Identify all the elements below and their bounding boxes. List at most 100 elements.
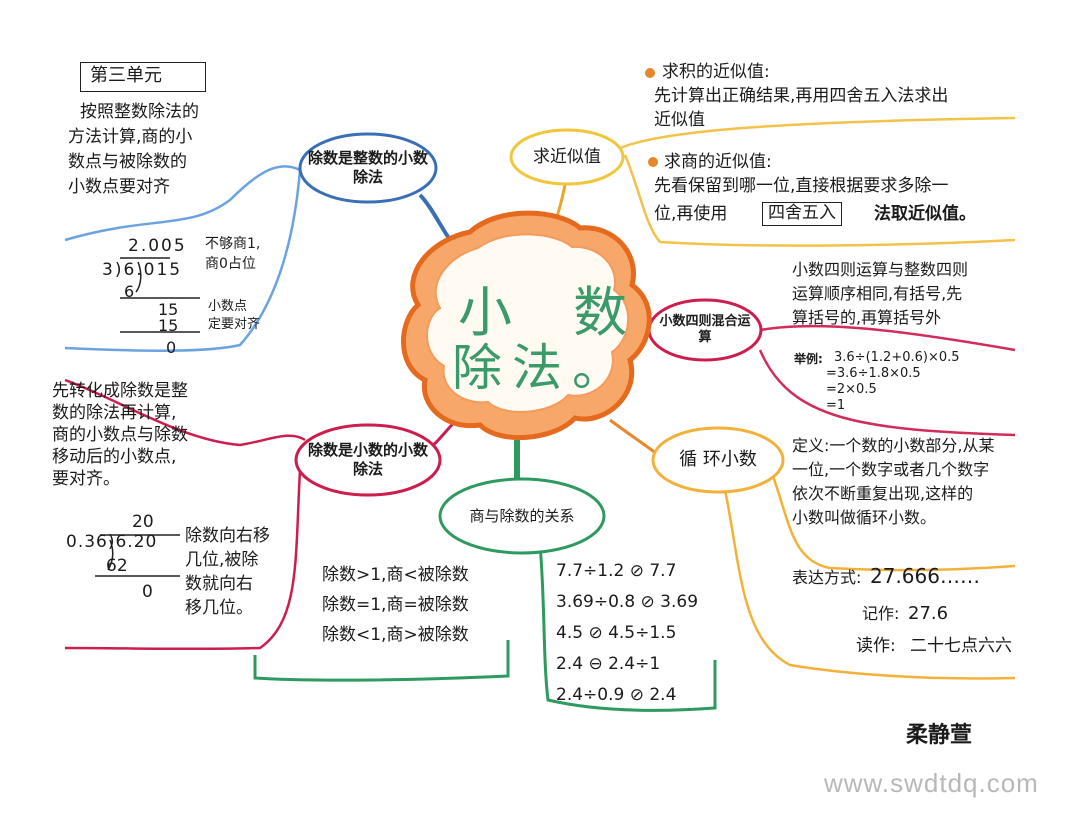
blue-underline (64, 165, 302, 352)
decimal-dividend-row: 0.36)6.20 (66, 532, 158, 552)
relation-rule: 除数>1,商<被除数 (322, 565, 469, 585)
mixed-example-line: =2×0.5 (826, 382, 877, 397)
mixed-example-line: =1 (826, 398, 846, 413)
definition-line: 一位,一个数字或者几个数字 (792, 460, 990, 479)
node-quotient-relation: 商与除数的关系 (469, 506, 575, 525)
watermark: www.swdtdq.com (824, 768, 1039, 798)
quotient-text-line: 位,再使用 (654, 204, 728, 224)
written-value: 27.6 (908, 603, 949, 624)
repeating-definition: 定义:一个数的小数部分,从某 一位,一个数字或者几个数字 依次不断重复出现,这样… (792, 434, 1014, 530)
orange-underline (723, 467, 1016, 680)
note-line: 商0占位 (205, 256, 256, 272)
integer-note-zero: 不够商1, 商0占位 (205, 234, 260, 274)
node-outline-integer-divisor (298, 132, 438, 204)
integer-work-line: 6 (124, 282, 135, 301)
note-line: 小数点 (208, 299, 248, 314)
node-outline-repeating-decimal (651, 426, 785, 494)
relation-rule: 除数=1,商=被除数 (322, 595, 469, 615)
relation-rule: 除数<1,商>被除数 (322, 625, 469, 645)
bullet-quotient (648, 157, 658, 167)
node-outline-approximation (509, 128, 625, 186)
mixed-text-line: 运算顺序相同,有括号,先 (792, 284, 963, 303)
bullet-product (645, 68, 655, 78)
note-line: 几位,被除 (185, 550, 259, 570)
center-title-line2: 除法。 (452, 339, 632, 397)
notation-label: 表达方式: (792, 568, 862, 587)
relation-example: 2.4÷0.9 ⊘ 2.4 (556, 685, 677, 705)
notation-value: 27.666…… (870, 564, 980, 588)
center-cloud-inner (426, 233, 629, 413)
integer-rule-line: 方法计算,商的小 (68, 127, 193, 147)
definition-line: 小数叫做循环小数。 (792, 508, 937, 527)
node-repeating-decimal: 循 环小数 (679, 448, 757, 470)
unit-label: 第三单元 (90, 65, 162, 86)
integer-divisor-rule: 按照整数除法的 方法计算,商的小 数点与被除数的 小数点要对齐 (68, 100, 199, 200)
integer-work-line: 0 (166, 338, 177, 357)
quotient-text-line: 先看保留到哪一位,直接根据要求多除一 (654, 176, 949, 196)
product-text: 先计算出正确结果,再用四舍五入法求出 近似值 (654, 84, 1014, 132)
node-outline-quotient-relation (438, 477, 606, 555)
decimal-quotient: 20 (132, 512, 154, 532)
definition-line: 依次不断重复出现,这样的 (792, 484, 974, 503)
read-label: 读作: (856, 636, 896, 656)
note-line: 移几位。 (185, 598, 253, 618)
green-bracket-left (253, 640, 510, 682)
relation-example: 2.4 ⊖ 2.4÷1 (556, 654, 661, 674)
mixed-example: 3.6÷(1.2+0.6)×0.5 =3.6÷1.8×0.5 =2×0.5 =1 (826, 350, 960, 414)
integer-rule-line: 数点与被除数的 (68, 152, 187, 172)
quotient-relation-rules: 除数>1,商<被除数 除数=1,商=被除数 除数<1,商>被除数 (322, 560, 469, 650)
decimal-work-line: 62 (106, 556, 128, 576)
decimal-rule-line: 商的小数点与除数 (52, 425, 188, 445)
written-label: 记作: (862, 604, 900, 623)
mixed-example-line: 3.6÷(1.2+0.6)×0.5 (834, 350, 960, 365)
decimal-rule-line: 移动后的小数点, (52, 447, 177, 467)
integer-rule-line: 小数点要对齐 (68, 177, 170, 197)
decimal-rule-line: 数的除法再计算, (52, 403, 177, 423)
division-bracket-decimal (100, 534, 180, 571)
relation-example: 4.5 ⊘ 4.5÷1.5 (556, 623, 677, 643)
note-line: 数就向右 (185, 574, 253, 594)
mixed-ops-text: 小数四则运算与整数四则 运算顺序相同,有括号,先 算括号的,再算括号外 (792, 258, 1014, 330)
division-lines-integer (120, 297, 200, 333)
node-mixed-operations: 小数四则混合运算 (659, 313, 751, 345)
decimal-note: 除数向右移 几位,被除 数就向右 移几位。 (185, 524, 270, 620)
green-bracket-right (538, 544, 717, 712)
red-underline (64, 378, 306, 651)
unit-label-box (80, 62, 206, 92)
node-approximation: 求近似值 (533, 147, 601, 168)
quotient-relation-examples: 7.7÷1.2 ⊘ 7.7 3.69÷0.8 ⊘ 3.69 4.5 ⊘ 4.5÷… (556, 556, 698, 711)
pink-underline (758, 324, 1016, 437)
decimal-work-line: 0 (142, 582, 153, 602)
mixed-example-line: =3.6÷1.8×0.5 (826, 366, 921, 381)
relation-example: 7.7÷1.2 ⊘ 7.7 (556, 561, 677, 581)
division-bracket-integer (120, 257, 170, 293)
node-integer-divisor: 除数是整数的小数除法 (307, 149, 428, 186)
product-text-line: 近似值 (654, 110, 705, 130)
note-line: 定要对齐 (208, 317, 261, 332)
integer-dividend-row: 3)6.015 (102, 260, 183, 280)
center-title-line1: 小 数 (458, 281, 650, 344)
note-line: 不够商1, (205, 236, 261, 252)
node-outline-decimal-divisor (294, 423, 442, 497)
decimal-rule-line: 先转化成除数是整 (52, 381, 188, 401)
integer-quotient: 2.005 (128, 236, 187, 256)
integer-work-line: 15 (158, 300, 179, 319)
decimal-divisor-rule: 先转化成除数是整 数的除法再计算, 商的小数点与除数 移动后的小数点, 要对齐。 (52, 380, 188, 490)
node-decimal-divisor: 除数是小数的小数除法 (307, 441, 428, 478)
quotient-tail: 法取近似值。 (874, 204, 976, 224)
blue-connector (418, 193, 452, 242)
mixed-text-line: 算括号的,再算括号外 (792, 308, 942, 327)
read-value: 二十七点六六 (910, 636, 1012, 656)
signature: 柔静萱 (906, 723, 973, 748)
note-line: 除数向右移 (185, 526, 270, 546)
quotient-heading: 求商的近似值: (664, 152, 772, 172)
integer-work-line: 15 (158, 316, 179, 335)
product-text-line: 先计算出正确结果,再用四舍五入法求出 (654, 86, 949, 106)
mixed-text-line: 小数四则运算与整数四则 (792, 260, 969, 279)
definition-line: 定义:一个数的小数部分,从某 (792, 436, 995, 455)
integer-note-align: 小数点 定要对齐 (208, 298, 260, 334)
yellow-underline (619, 116, 1016, 247)
decimal-rule-line: 要对齐。 (52, 469, 120, 489)
